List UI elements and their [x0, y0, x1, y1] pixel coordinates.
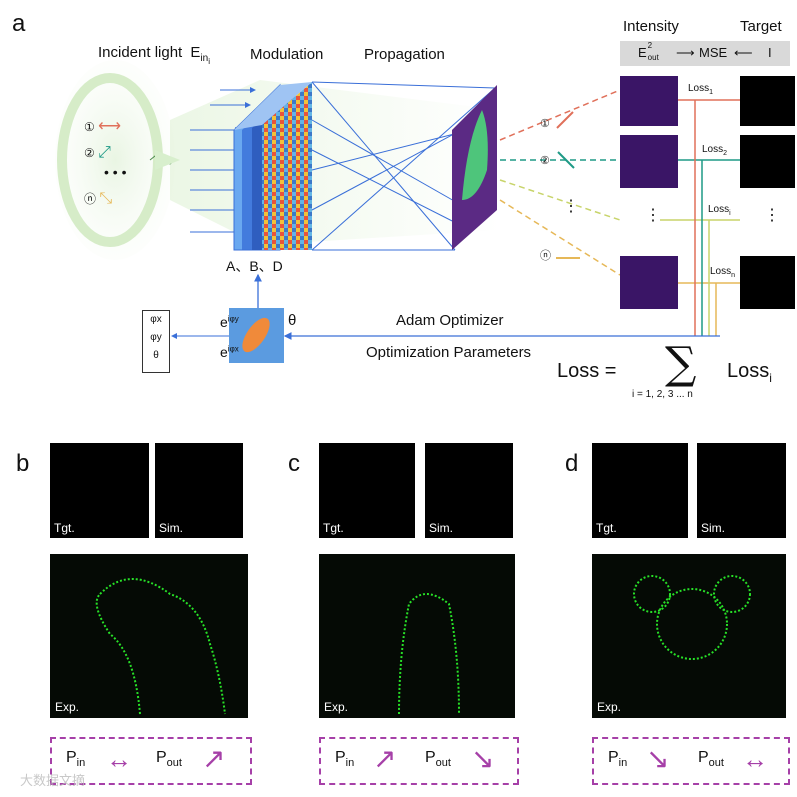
panel-c-pin-arrow: ↗ — [373, 742, 396, 775]
intensity-dots: ⋮ — [645, 205, 661, 225]
loss-i-label: Lossi — [708, 204, 731, 217]
panel-d-target: Tgt. — [592, 443, 688, 538]
panel-d-experiment: Exp. — [592, 554, 786, 718]
out-channel-dots: ⋮ — [563, 196, 579, 216]
panel-c-simulation: Sim. — [425, 443, 513, 538]
panel-b-pin-arrow: ↔ — [106, 744, 132, 775]
out-channel-2: ② — [540, 154, 550, 167]
intensity-1 — [620, 76, 678, 126]
phase-x-label: eiφx — [220, 344, 239, 360]
watermark: 大数据文摘 — [20, 770, 85, 789]
loss-2-label: Loss2 — [702, 144, 727, 157]
layer-labels: A、B、D — [226, 256, 283, 276]
panel-d-pin-arrow: ↘ — [646, 742, 669, 775]
panel-d-simulation: Sim. — [697, 443, 786, 538]
panel-c-pout-arrow: ↘ — [471, 742, 494, 775]
intensity-2 — [620, 135, 678, 188]
theta-label: θ — [288, 312, 296, 329]
panel-d-letter: d — [565, 450, 578, 478]
loss-1-label: Loss1 — [688, 83, 713, 96]
target-dots: ⋮ — [764, 205, 780, 225]
target-n — [740, 256, 795, 309]
panel-d-pout-arrow: ↔ — [742, 744, 768, 775]
panel-c-polarization: Pin ↗ Pout ↘ — [319, 737, 519, 785]
target-1 — [740, 76, 795, 126]
source-channel-1: ① ⟷ — [84, 116, 121, 136]
source-channel-2: ② ⤢ — [84, 144, 111, 162]
source-channel-n: ⓝ ⤡ — [84, 190, 112, 208]
loss-n-label: Lossn — [710, 266, 735, 279]
panel-d-polarization: Pin ↘ Pout ↔ — [592, 737, 790, 785]
loss-formula: Loss = ∑ i = 1, 2, 3 ... n Lossi — [557, 344, 797, 404]
source-channel-dots: • • • — [104, 164, 126, 180]
optimization-params-label: Optimization Parameters — [366, 344, 531, 361]
params-box: φx φy θ — [142, 310, 170, 373]
panel-b-simulation: Sim. — [155, 443, 243, 538]
panel-c-letter: c — [288, 450, 300, 478]
out-channel-1: ① — [540, 117, 550, 130]
intensity-n — [620, 256, 678, 309]
out-channel-n: ⓝ — [540, 247, 551, 263]
ch1-polarization — [557, 112, 573, 128]
optimizer-label: Adam Optimizer — [396, 312, 504, 329]
panel-c-experiment: Exp. — [319, 554, 515, 718]
panel-b-pout-arrow: ↗ — [202, 742, 225, 775]
channel-lines — [500, 90, 620, 275]
panel-b-experiment: Exp. — [50, 554, 248, 718]
panel-b-target: Tgt. — [50, 443, 149, 538]
phase-y-label: eiφy — [220, 314, 239, 330]
panel-b-letter: b — [16, 450, 29, 478]
panel-c-target: Tgt. — [319, 443, 415, 538]
target-2 — [740, 135, 795, 188]
